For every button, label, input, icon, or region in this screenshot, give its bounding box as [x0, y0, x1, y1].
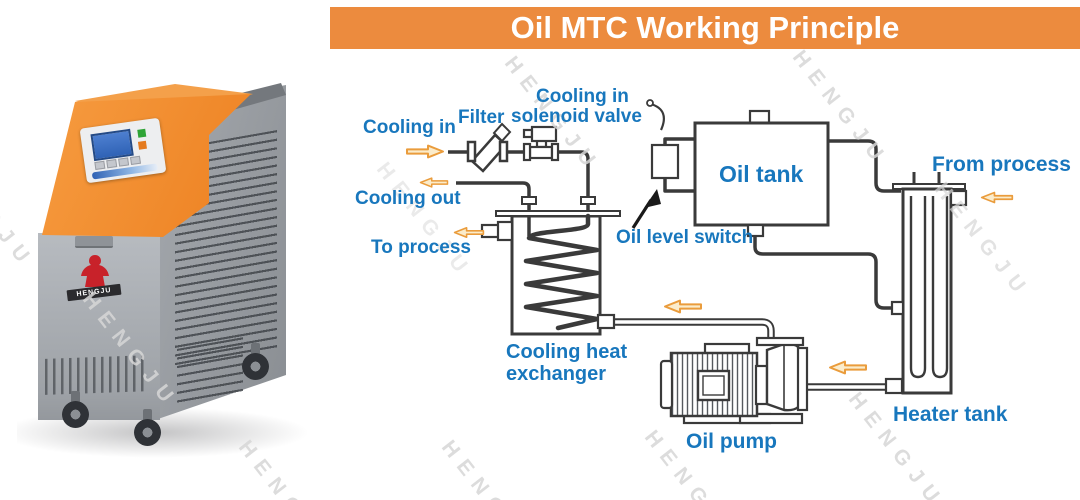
caster-wheel: [61, 391, 91, 431]
cooling-coil: [523, 213, 600, 331]
label-cooling-in: Cooling in: [363, 117, 456, 138]
brand-logo: HENGJU: [66, 251, 123, 302]
pipe-cooling-out: [456, 181, 531, 216]
label-exchanger-line1: Cooling heat: [506, 341, 628, 363]
label-exchanger-line2: exchanger: [506, 363, 607, 385]
label-oil-tank: Oil tank: [719, 161, 804, 187]
flow-arrow-exchanger-out: [664, 299, 702, 314]
oil-level-switch-symbol: [631, 99, 680, 229]
title-banner: Oil MTC Working Principle: [330, 7, 1080, 49]
label-to-process: To process: [371, 237, 471, 258]
oil-tank-symbol: [693, 109, 830, 238]
page-title: Oil MTC Working Principle: [510, 10, 900, 45]
solenoid-valve-symbol: [522, 125, 560, 162]
exchanger-inlet-flanges: [521, 196, 596, 205]
label-solenoid-line1: Cooling in: [536, 86, 629, 107]
heater-tank-symbol: [884, 183, 968, 395]
heating-element: [909, 196, 927, 379]
label-cooling-out: Cooling out: [355, 188, 461, 209]
label-oil-pump: Oil pump: [686, 430, 777, 453]
label-oil-level-switch: Oil level switch: [616, 227, 754, 248]
machine-handle: [75, 236, 113, 248]
flow-arrow-cooling-out: [419, 177, 449, 188]
pointer-arrow: [644, 189, 661, 208]
label-filter: Filter: [458, 107, 505, 128]
label-from-process: From process: [932, 153, 1071, 176]
hollow-pipes: [613, 318, 889, 391]
label-solenoid-line2: solenoid valve: [511, 106, 642, 127]
pipe-valve-to-exchanger: [556, 150, 590, 216]
heating-element: [931, 196, 949, 379]
flow-arrow-to-process: [453, 226, 485, 239]
caster-wheel: [133, 409, 163, 449]
oil-pump-symbol: [659, 336, 809, 425]
cooling-heat-exchanger-symbol: [480, 210, 621, 336]
suction-flange: [796, 346, 809, 412]
logo-figure-icon: [81, 255, 109, 287]
pipe-tank-bottom-to-heater: [753, 236, 892, 310]
oil-mtc-machine-image: HENGJU: [17, 75, 322, 480]
discharge-flange: [755, 336, 805, 347]
caster-wheel: [241, 343, 271, 383]
pipe-tank-to-heater-top: [829, 139, 901, 193]
flow-arrow-from-process: [980, 191, 1014, 204]
flow-arrow-cooling-in: [406, 144, 444, 159]
flow-arrow-pump-suction: [829, 360, 867, 375]
label-heater-tank: Heater tank: [893, 403, 1008, 426]
filter-symbol: [466, 122, 512, 173]
